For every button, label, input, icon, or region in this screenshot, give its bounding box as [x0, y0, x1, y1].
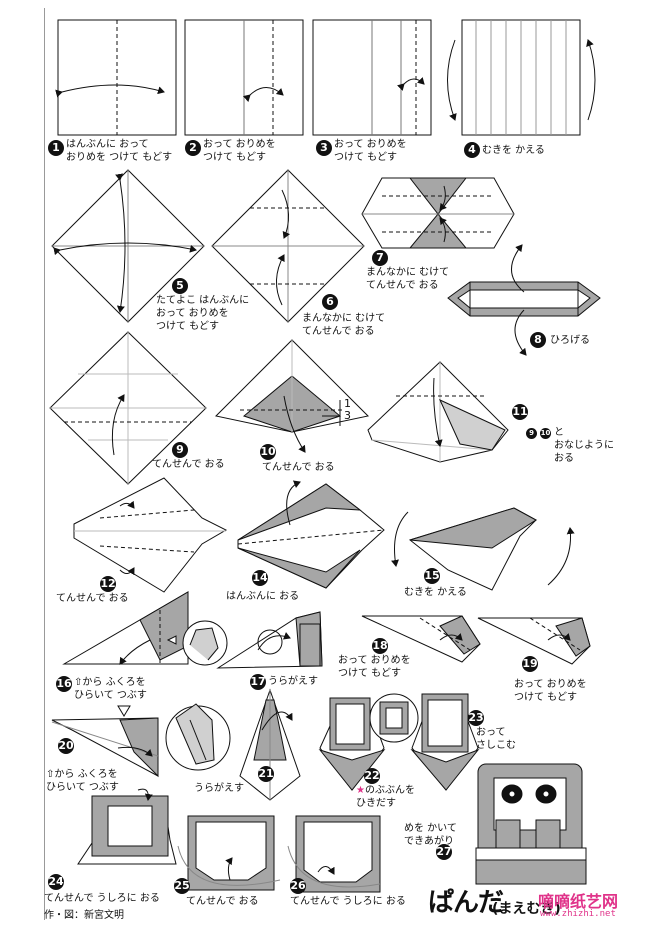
step-number: 15 [424, 568, 440, 584]
step-caption: おって おりめを つけて もどす [203, 139, 276, 163]
step-caption-text: のぶぶんを ひきだす [356, 785, 415, 809]
step-number: 26 [290, 878, 306, 894]
step-caption-text: から ふくろを ひらいて つぶす [74, 677, 147, 701]
step-number: 11 [512, 404, 528, 420]
step-27-panda [475, 763, 587, 885]
step-caption: てんせんで おる [186, 896, 259, 907]
step-15-shape [391, 507, 575, 591]
step-23-shape [410, 693, 480, 791]
step-21-shape [239, 688, 301, 801]
step-14-shape [237, 480, 385, 589]
step-caption: たてよこ はんぶんに おって おりめを つけて もどす [156, 295, 250, 332]
fraction-top: 1 [344, 397, 351, 410]
step-number: 3 [316, 140, 332, 156]
step-number: 2 [185, 140, 201, 156]
credit: 作・図：新宮文明 [44, 910, 124, 921]
step-number: 23 [468, 710, 484, 726]
step-caption: うらがえす [194, 783, 244, 794]
step-12-shape [73, 477, 228, 593]
step-number: 7 [372, 250, 388, 266]
step-3-square [312, 19, 432, 136]
fraction-bottom: 3 [344, 409, 351, 422]
step-number: 9 [172, 442, 188, 458]
step-number: 8 [530, 332, 546, 348]
step-caption: てんせんで おる [262, 462, 335, 473]
step-20-shape [51, 705, 159, 778]
step-number: 18 [372, 638, 388, 654]
step-11-shape [367, 361, 509, 463]
step-17-shape [216, 611, 323, 669]
step-caption: てんせんで うしろに おる [290, 896, 406, 907]
step-18-shape [361, 615, 481, 663]
step-4-square [447, 19, 596, 136]
step-6-diamond [211, 169, 365, 323]
step-number: 22 [364, 768, 380, 784]
step-22-detail [369, 693, 419, 743]
step-19-shape [477, 617, 591, 665]
step-caption: てんせんで うしろに おる [44, 893, 160, 904]
step-caption: まんなかに むけて てんせんで おる [366, 267, 450, 291]
step-caption-text: から ふくろを ひらいて つぶす [46, 769, 119, 793]
step-number: 10 [260, 444, 276, 460]
step-caption: おって おりめを つけて もどす [334, 139, 407, 163]
diagram-frame [44, 8, 643, 920]
step-5-diamond [51, 169, 205, 323]
step-9-diamond [49, 331, 207, 485]
up-arrow-icon: ⇧ [46, 769, 55, 780]
step-8-strip [447, 244, 601, 356]
step-number: 1 [48, 140, 64, 156]
step-caption: まんなかに むけて てんせんで おる [302, 313, 386, 337]
watermark-logo: 嘀嘀纸艺网 [538, 892, 619, 911]
step-caption: ひろげる [550, 335, 590, 346]
step-number: 20 [58, 738, 74, 754]
up-arrow-icon: ⇧ [74, 677, 83, 688]
step-number: 17 [250, 674, 266, 690]
step-16-detail [182, 620, 228, 666]
step-number: 21 [258, 766, 274, 782]
step-number: 5 [172, 278, 188, 294]
step-caption: めを かいて できあがり [404, 823, 457, 847]
step-caption: と おなじように おる [554, 427, 614, 464]
step-caption: うらがえす [268, 676, 318, 687]
star-icon: ★ [356, 785, 365, 796]
step-number: 24 [48, 874, 64, 890]
step-number: 6 [322, 294, 338, 310]
step-number: 19 [522, 656, 538, 672]
step-1-square [55, 19, 177, 136]
subtitle: (まえむき) [492, 901, 561, 917]
step-20-detail [165, 703, 231, 771]
step-number: 27 [436, 844, 452, 860]
watermark-url: www.zhizhi.net [540, 909, 616, 919]
step-25-shape [177, 815, 281, 891]
step-caption: おって おりめを つけて もどす [338, 655, 411, 679]
ref-number: 10 [540, 428, 551, 439]
step-caption: むきを かえる [404, 587, 467, 598]
step-7-hexagon [361, 177, 515, 249]
step-caption: おって さしこむ [476, 727, 516, 751]
step-caption: むきを かえる [482, 145, 545, 156]
ref-number: 9 [526, 428, 537, 439]
step-24-shape [77, 788, 177, 865]
step-number: 14 [252, 570, 268, 586]
step-number: 4 [464, 142, 480, 158]
step-number: 12 [100, 576, 116, 592]
step-caption: てんせんで おる [152, 459, 225, 470]
step-26-shape [287, 815, 381, 893]
step-caption: ⇧から ふくろを ひらいて つぶす [74, 676, 147, 702]
step-2-square [184, 19, 304, 136]
step-number: 16 [56, 676, 72, 692]
step-caption: ⇧から ふくろを ひらいて つぶす [46, 768, 119, 794]
step-caption: ★のぶぶんを ひきだす [356, 784, 415, 810]
title: ぱんだ [428, 888, 504, 918]
step-16-shape [62, 591, 189, 665]
step-caption: はんぶんに おる [226, 591, 300, 602]
step-caption: おって おりめを つけて もどす [514, 679, 587, 703]
step-caption: てんせんで おる [56, 593, 129, 604]
step-number: 25 [174, 878, 190, 894]
step-caption: はんぶんに おって おりめを つけて もどす [66, 139, 173, 163]
step-10-shape [214, 339, 370, 453]
